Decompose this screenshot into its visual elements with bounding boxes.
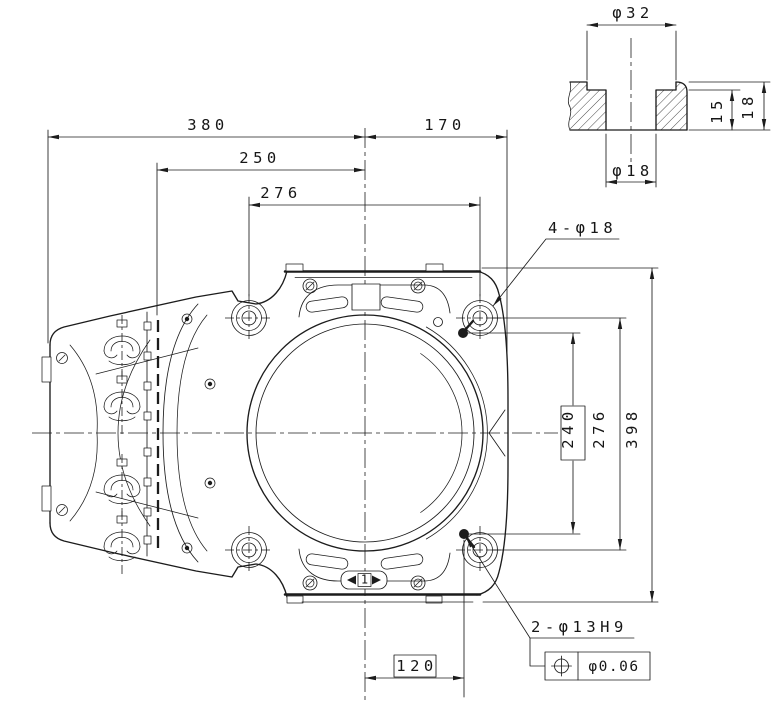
dim-hole-span-vertical: 276 [590, 317, 623, 551]
body-outline [41, 270, 509, 598]
dim-276-top-text: 276 [260, 184, 302, 202]
cable-clamp-icon [103, 510, 141, 577]
position-tolerance-icon [551, 655, 572, 677]
dim-thickness: 18 [688, 81, 771, 131]
dim-250-text: 250 [239, 149, 281, 167]
dim-398-text: 398 [623, 407, 641, 449]
flange-screw [410, 575, 426, 591]
dowel-pins-text: 2-φ13H9 [531, 618, 628, 636]
dim-hole-span-horizontal: 276 [248, 184, 481, 208]
opening-screw [204, 477, 216, 489]
detail-hole-dia-text: φ18 [612, 162, 654, 180]
label-dowel-pins: 2-φ13H9 φ0.06 [465, 536, 651, 681]
opening-screw [181, 542, 193, 554]
top-edge-bar [283, 263, 482, 278]
right-arrow-icon [372, 575, 381, 585]
left-tab-bottom [41, 485, 52, 512]
dowel-pin-top [458, 319, 475, 338]
top-center-tab [351, 283, 381, 311]
top-slot-band [298, 283, 451, 318]
opening-screw [204, 378, 216, 390]
left-arrow-icon [347, 575, 356, 585]
dimensions: 380 170 250 276 240 [47, 116, 659, 698]
rotation-indicator-plate: 1 [340, 570, 388, 590]
end-cap [56, 339, 151, 527]
corner-hole-top-left [225, 294, 273, 342]
left-tab-top [41, 356, 52, 383]
vent-hole [433, 317, 443, 327]
dim-380-text: 380 [187, 116, 229, 134]
opening-screw [181, 313, 193, 325]
connector-panel [95, 311, 199, 557]
plate-number-text: 1 [361, 573, 368, 587]
dim-120-text: 120 [396, 657, 438, 675]
feature-control-frame: φ0.06 [544, 651, 651, 681]
position-tolerance-text: φ0.06 [588, 659, 639, 675]
dim-hole-dia: φ18 [605, 133, 657, 188]
corner-hole-bottom-left [225, 526, 273, 574]
dim-total-width: 380 [47, 116, 366, 140]
cable-clamp-icon [103, 453, 141, 520]
edge-notch [488, 409, 506, 457]
center-bore-circles [246, 314, 488, 552]
mounting-holes-text: 4-φ18 [548, 219, 617, 237]
dim-right-offset: 170 [364, 116, 508, 140]
bottom-edge-bar [283, 593, 482, 604]
section-hatch-right [656, 82, 687, 130]
cable-clamp-icon [103, 370, 141, 437]
section-hatch-left [570, 82, 606, 130]
main-top-view: 1 [32, 128, 558, 700]
section-outline [567, 81, 688, 131]
dim-pin-span-vertical: 240 [559, 332, 586, 534]
flange-screw [302, 278, 318, 294]
inner-opening-edge [162, 303, 216, 563]
flange-screw [410, 278, 426, 294]
detail-counterbore-dia-text: φ32 [612, 4, 654, 22]
dim-hole-depth: 15 [688, 89, 741, 131]
dim-276-right-text: 276 [590, 407, 608, 449]
dim-240-text: 240 [559, 407, 577, 449]
detail-depth-text: 15 [708, 96, 726, 124]
cap-screw-top [56, 352, 68, 364]
cap-screw-bottom [56, 504, 68, 516]
detail-section-view: φ32 φ18 15 18 [567, 4, 771, 188]
detail-thickness-text: 18 [739, 92, 757, 120]
dim-total-height: 398 [623, 267, 655, 603]
dim-counterbore-dia: φ32 [586, 4, 677, 81]
dim-170-text: 170 [424, 116, 466, 134]
dim-connector-face: 250 [156, 149, 366, 173]
label-mounting-holes: 4-φ18 [492, 219, 620, 307]
flange-screw [302, 575, 318, 591]
dim-pin-offset-horizontal: 120 [364, 654, 465, 681]
